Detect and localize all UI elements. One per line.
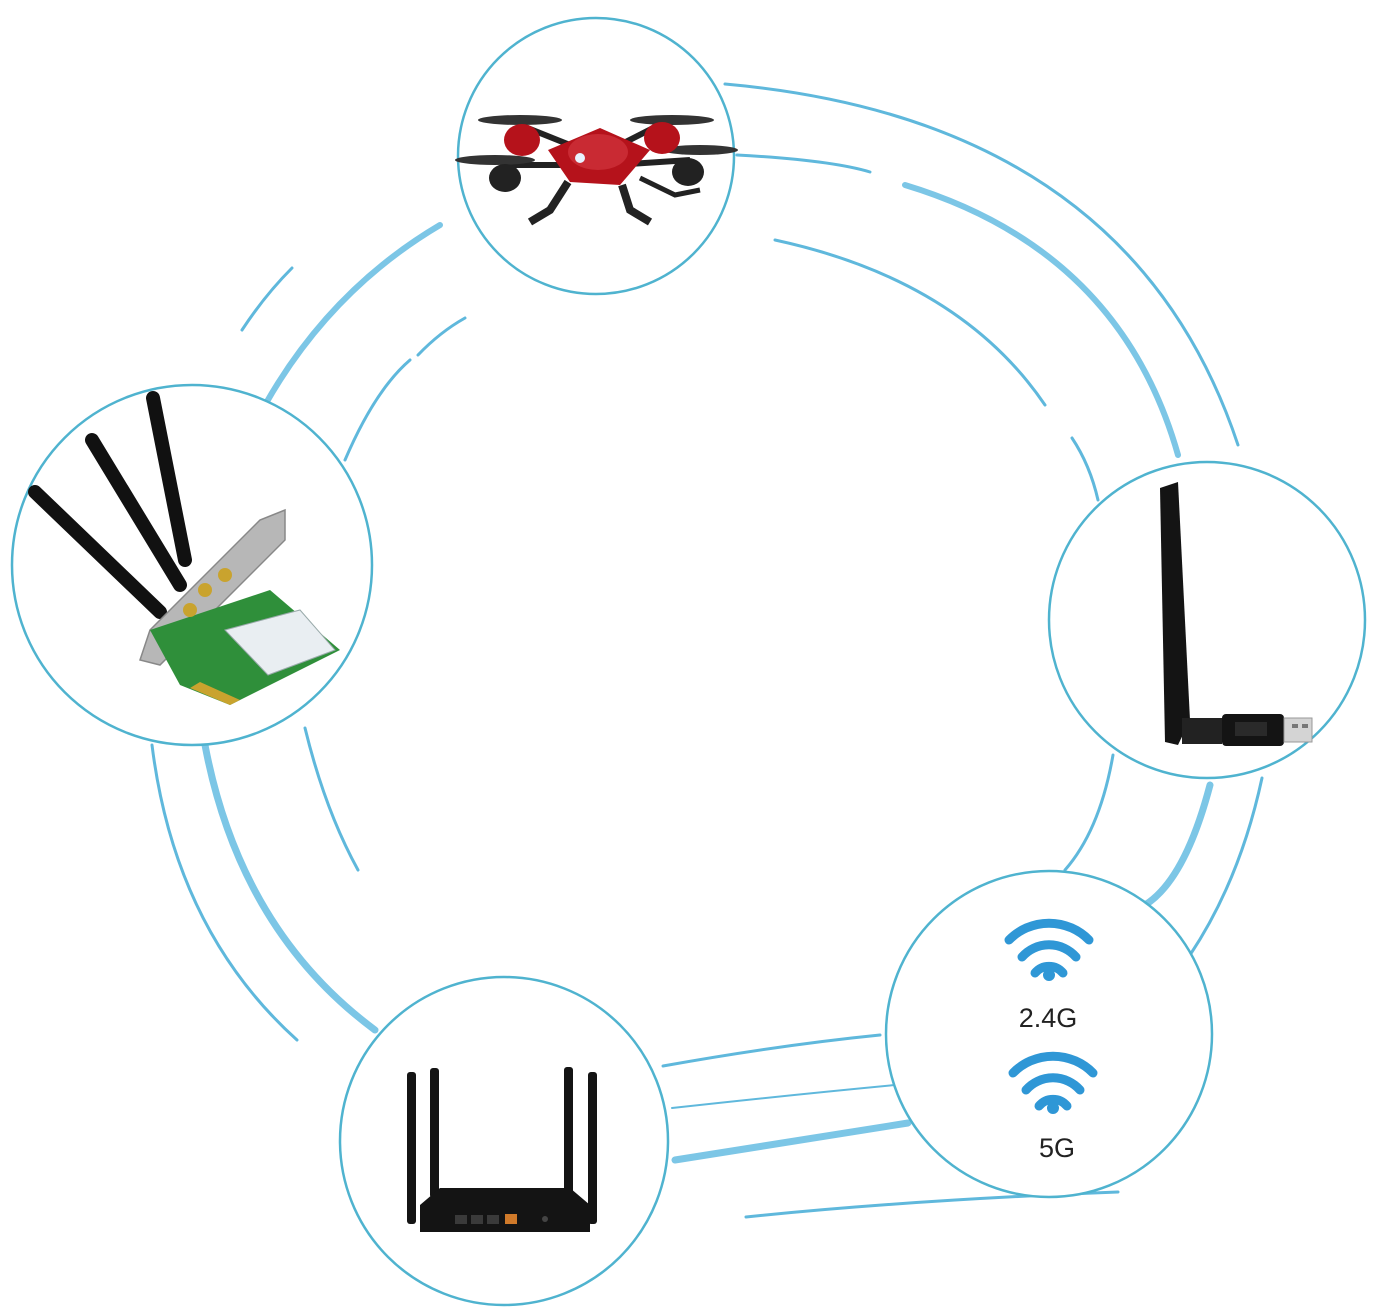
main-ring-top-right	[902, 182, 1181, 458]
wifi-icon	[1008, 1051, 1098, 1114]
band-label-5g: 5G	[1039, 1133, 1075, 1163]
drone-icon	[455, 115, 738, 226]
inner-arc-bottom	[661, 1033, 882, 1068]
usb-adapter-circle	[1047, 460, 1367, 780]
usb-adapter-icon	[1160, 482, 1313, 746]
node-usb-adapter	[1047, 460, 1367, 780]
pcie-card-icon	[28, 391, 340, 705]
inner-arc-bottom2	[671, 1084, 896, 1109]
inner-arc-right	[1063, 753, 1115, 872]
wifi-bands-circle	[884, 869, 1214, 1199]
inner-arc-left-top	[343, 358, 412, 462]
outer-arc-top	[723, 82, 1240, 447]
inner-arc-left	[303, 726, 360, 872]
pcie-circle	[10, 383, 374, 747]
main-ring-left	[201, 741, 379, 1034]
node-wifi-bands: 2.4G 5G	[884, 869, 1214, 1199]
main-ring-bottom	[671, 1119, 912, 1164]
wifi-icon	[1004, 918, 1094, 981]
main-ring-top-inner	[735, 153, 872, 174]
connection-rings	[150, 82, 1264, 1219]
inner-arc-right-top	[1070, 436, 1100, 502]
inner-arc-left-top2	[416, 316, 467, 357]
outer-arc-right	[1188, 776, 1264, 957]
router-icon	[407, 1067, 597, 1232]
main-ring-right	[1141, 781, 1214, 909]
inner-arc-top	[773, 238, 1047, 407]
outer-arc-left	[150, 743, 299, 1042]
router-circle	[338, 975, 670, 1307]
main-ring-top-left	[262, 222, 443, 408]
outer-arc-left-top	[240, 266, 294, 332]
node-pcie-card	[10, 383, 374, 747]
band-label-2-4g: 2.4G	[1019, 1003, 1078, 1033]
node-router	[338, 975, 670, 1307]
node-drone	[455, 16, 738, 296]
